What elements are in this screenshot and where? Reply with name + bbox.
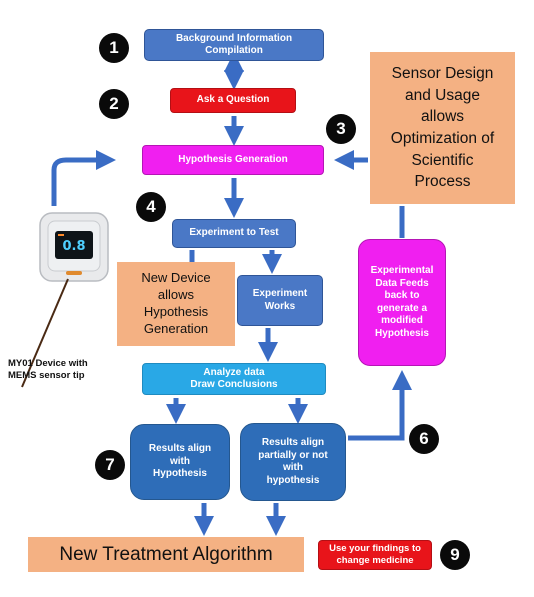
step-analyze-data: Analyze data Draw Conclusions (142, 363, 326, 395)
step-marker-9: 9 (440, 540, 470, 570)
device-caption: MY01 Device with MEMS sensor tip (8, 358, 88, 382)
step-marker-1: 1 (99, 33, 129, 63)
step-marker-4: 4 (136, 192, 166, 222)
step-ask-question: Ask a Question (170, 88, 296, 113)
arrow-device-hypothesis (51, 150, 116, 206)
callout-sensor-design: Sensor Design and Usage allows Optimizat… (370, 52, 515, 204)
step-marker-6: 6 (409, 424, 439, 454)
device-body: 0.8 (39, 212, 109, 282)
step-data-feedback: Experimental Data Feeds back to generate… (358, 239, 446, 366)
step-background-info: Background Information Compilation (144, 29, 324, 61)
arrow-partial-feedback (348, 370, 412, 441)
mems-sensor-tip (21, 278, 69, 388)
step-results-partial: Results align partially or not with hypo… (240, 423, 346, 501)
device-illustration: 0.8 (21, 212, 109, 388)
callout-new-device: New Device allows Hypothesis Generation (117, 262, 235, 346)
step-results-align: Results align with Hypothesis (130, 424, 230, 500)
step-hypothesis-generation: Hypothesis Generation (142, 145, 324, 175)
step-experiment-works: Experiment Works (237, 275, 323, 326)
callout-new-treatment: New Treatment Algorithm (28, 537, 304, 572)
step-change-medicine: Use your findings to change medicine (318, 540, 432, 570)
device-screen-value: 0.8 (62, 239, 85, 254)
step-marker-7: 7 (95, 450, 125, 480)
step-marker-2: 2 (99, 89, 129, 119)
step-experiment-to-test: Experiment to Test (172, 219, 296, 248)
step-marker-3: 3 (326, 114, 356, 144)
